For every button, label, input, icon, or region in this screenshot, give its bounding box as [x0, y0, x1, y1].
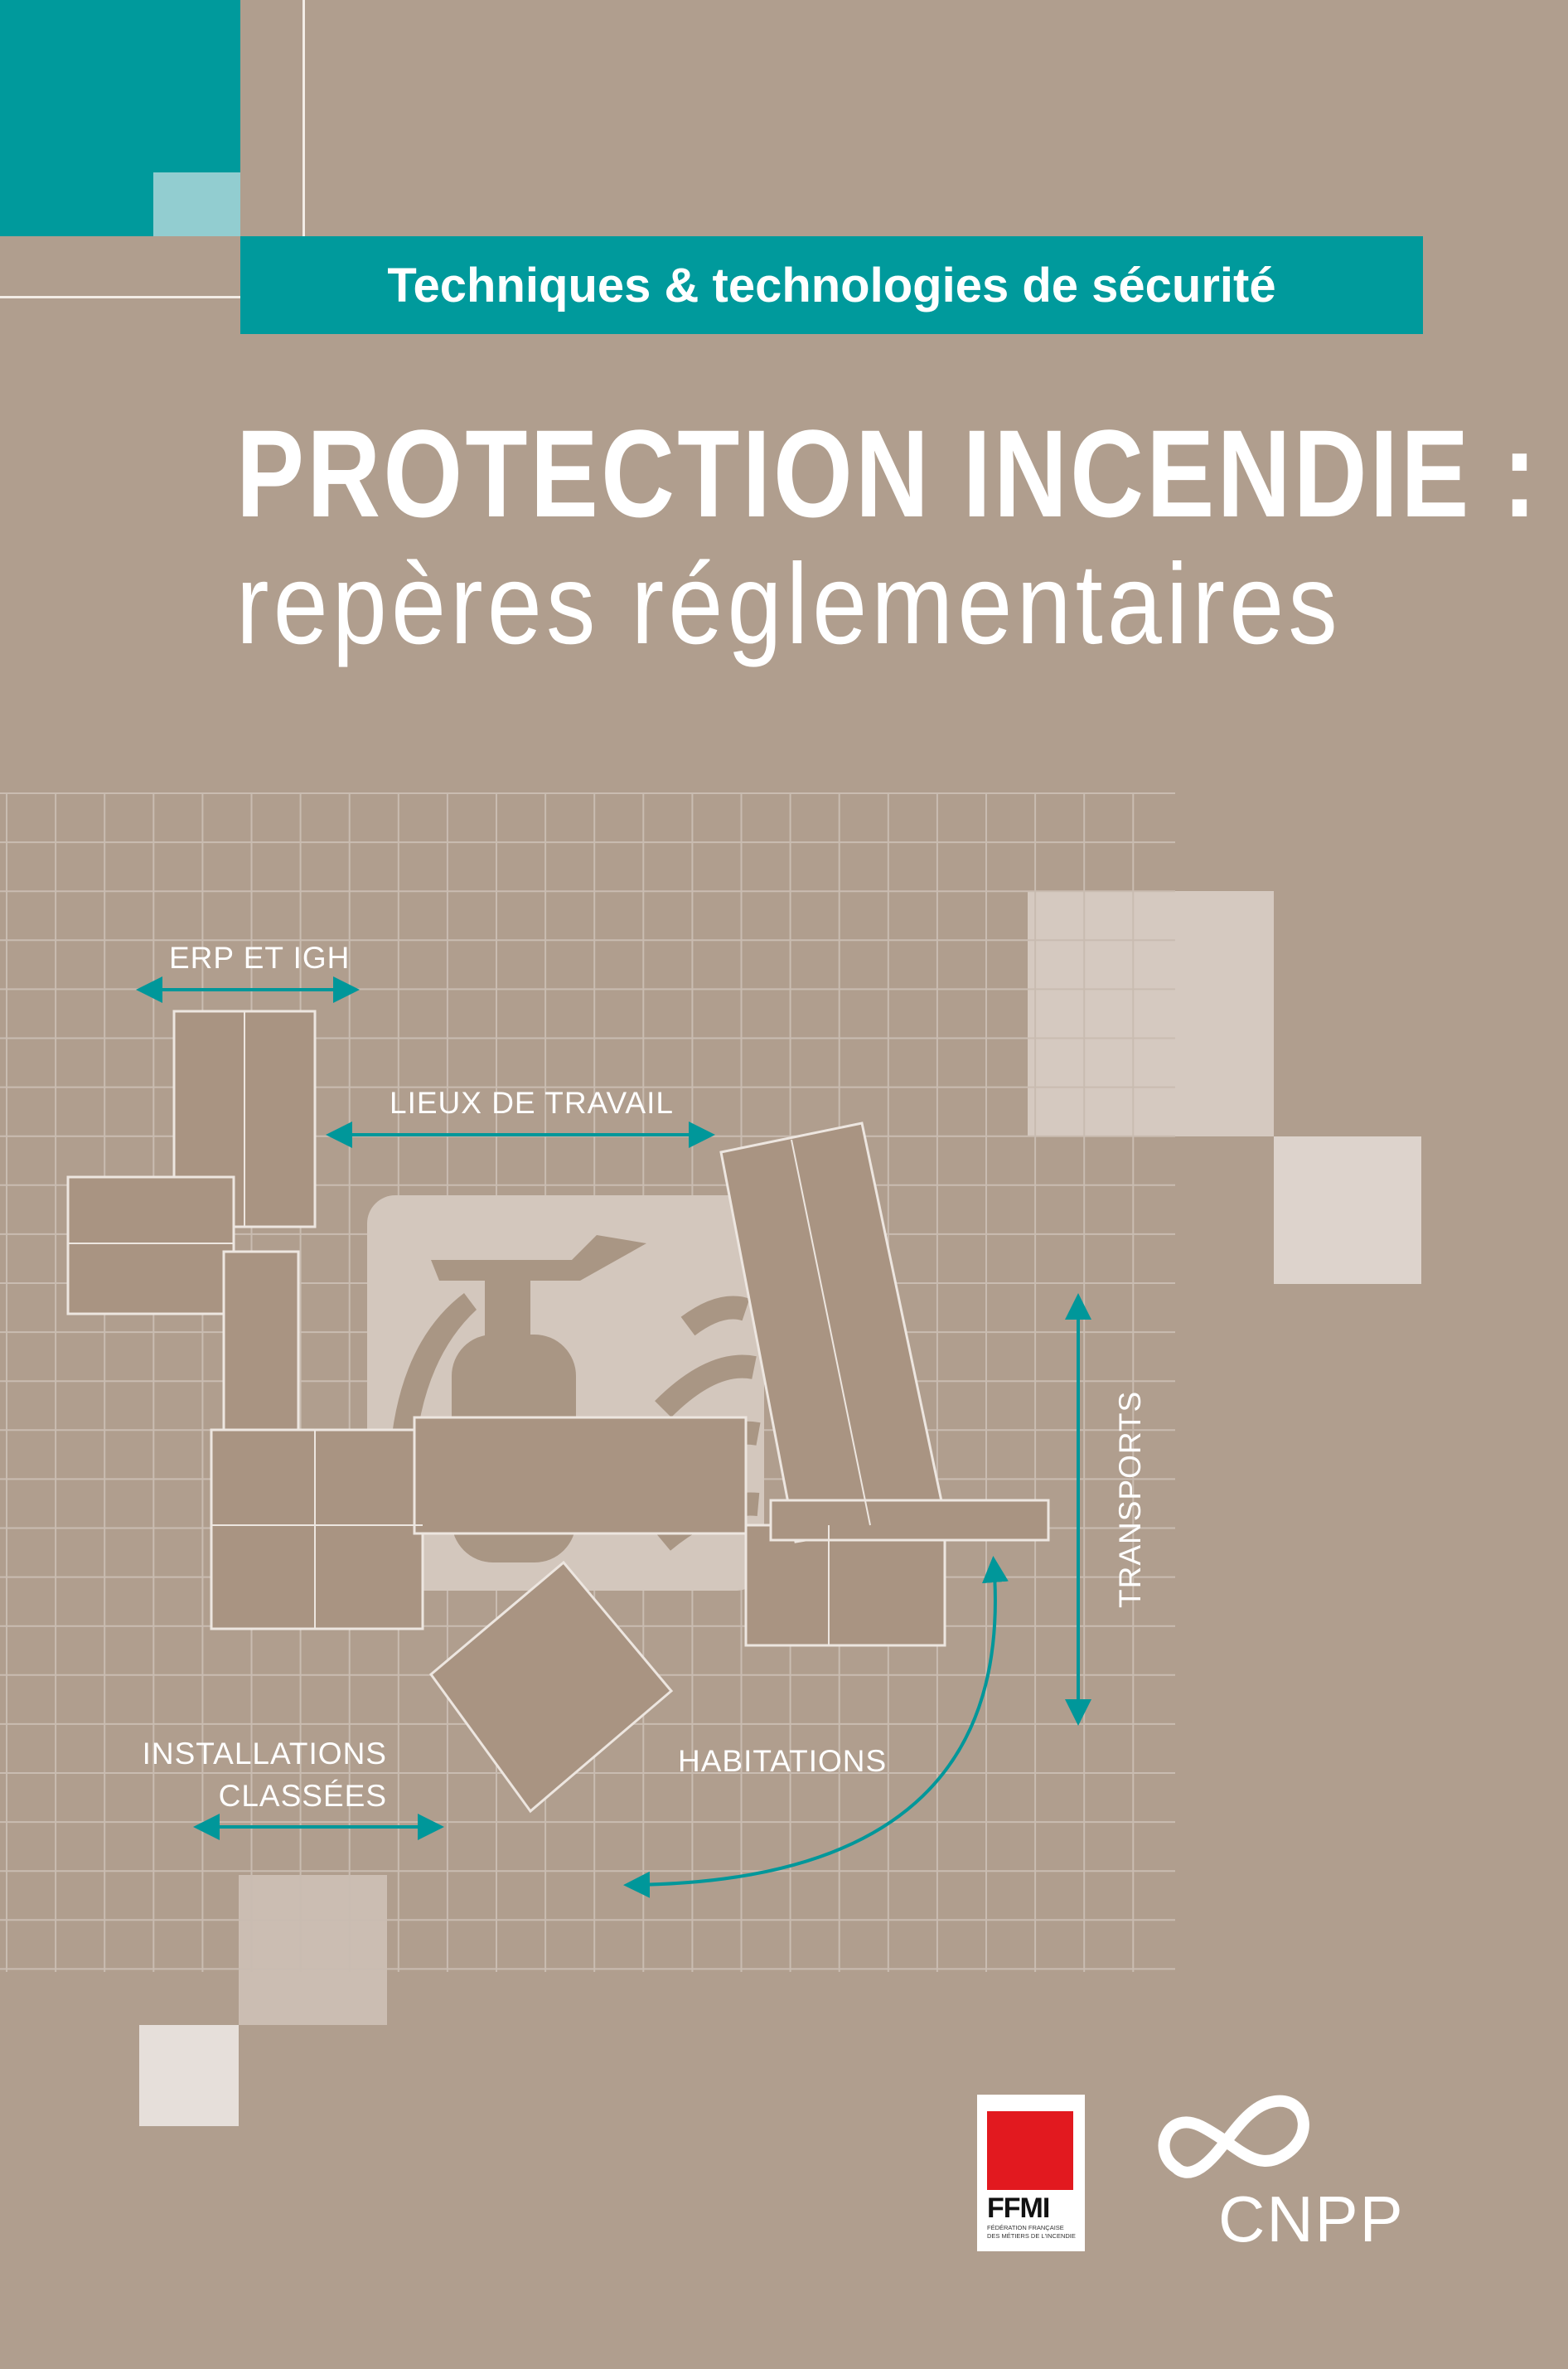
label-erp-igh: ERP ET IGH	[169, 941, 351, 975]
category-arrows	[136, 976, 1091, 1898]
light-teal-square	[153, 172, 240, 236]
label-lieux-de-travail: LIEUX DE TRAVAIL	[390, 1086, 674, 1120]
decor-square	[239, 1875, 387, 2025]
label-transports: TRANSPORTS	[1113, 1390, 1147, 1608]
title-line-2: repères réglementaires	[236, 540, 1342, 668]
cnpp-infinity-icon	[1158, 2095, 1309, 2178]
cnpp-name: CNPP	[1218, 2182, 1405, 2255]
label-classees: CLASSÉES	[218, 1779, 387, 1813]
decor-line-vertical	[302, 0, 305, 236]
title-line-1: PROTECTION INCENDIE :	[236, 404, 1540, 543]
series-banner: Techniques & technologies de sécurité	[240, 236, 1423, 334]
building-floorplan	[66, 1010, 1050, 1814]
decor-square	[1274, 1136, 1421, 1284]
ffmi-flame-block	[987, 2111, 1073, 2190]
floorplan-walls	[68, 1011, 871, 1645]
label-installations: INSTALLATIONS	[142, 1737, 387, 1771]
decor-square	[1028, 891, 1274, 1136]
decor-line-horizontal	[0, 296, 240, 298]
label-habitations: HABITATIONS	[678, 1744, 888, 1778]
ffmi-name: FFMI	[987, 2192, 1050, 2224]
ffmi-subtitle: FÉDÉRATION FRANÇAISE DES MÉTIERS DE L'IN…	[987, 2224, 1076, 2240]
ffmi-logo: FFMI FÉDÉRATION FRANÇAISE DES MÉTIERS DE…	[977, 2095, 1085, 2251]
decor-square	[139, 2025, 239, 2126]
